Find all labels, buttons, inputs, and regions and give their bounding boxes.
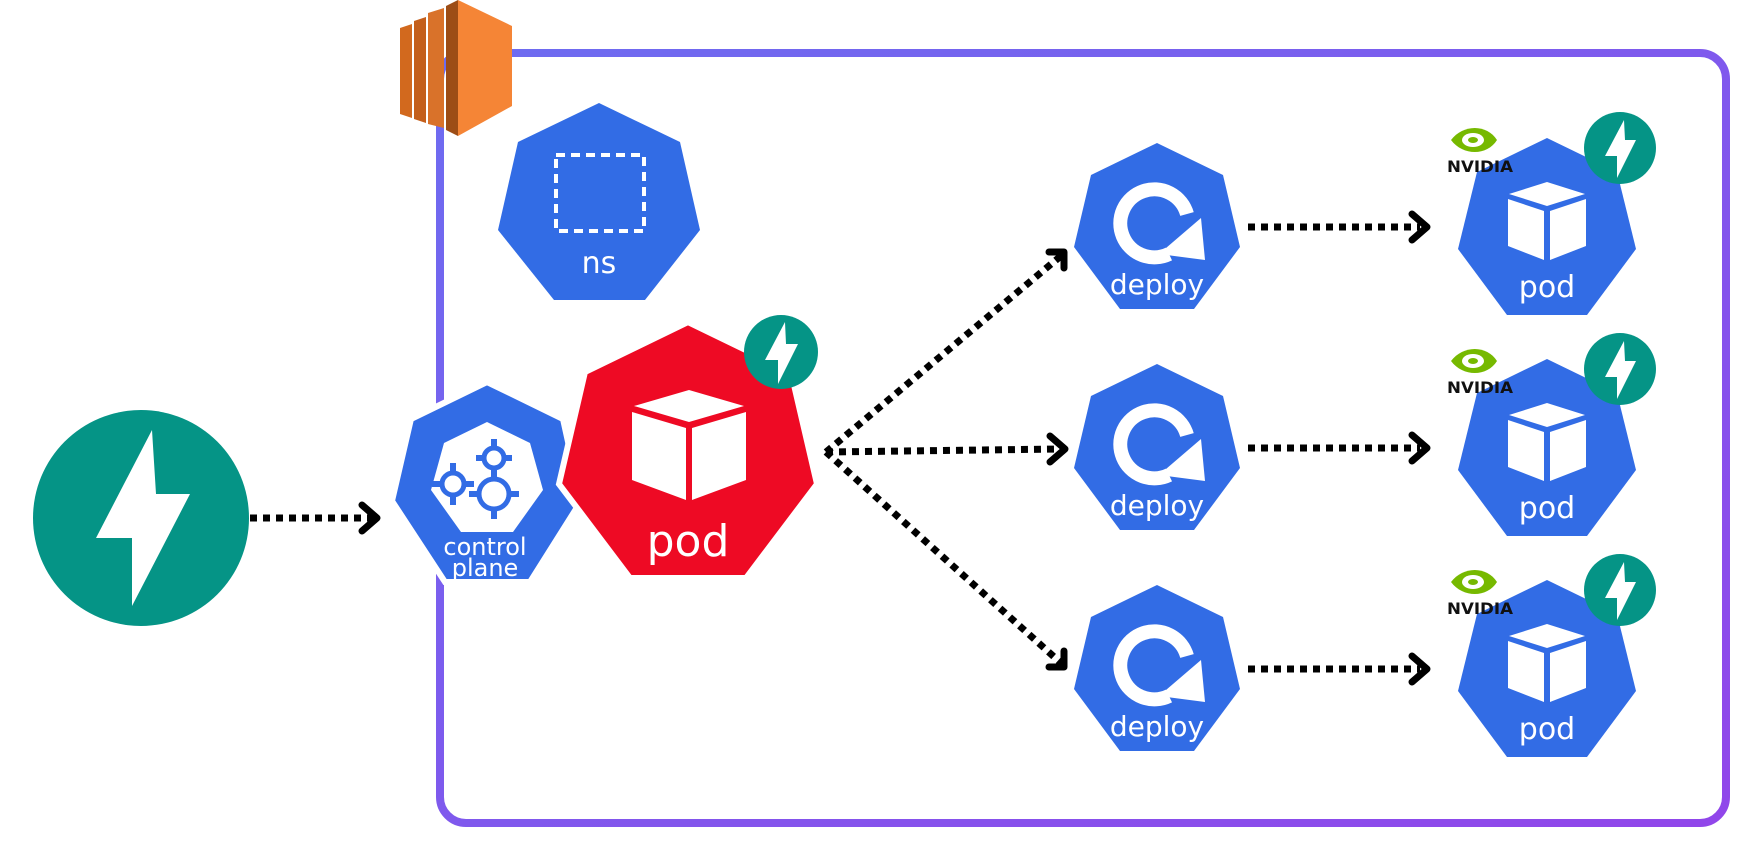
gpu-pod-node: pod [1458, 580, 1636, 757]
cube-icon [1508, 624, 1586, 702]
nvidia-logo-icon: NVIDIA [1447, 570, 1514, 618]
arrowhead-deploy-2 [1046, 432, 1069, 466]
deploy-label: deploy [1110, 268, 1204, 301]
rotate-arrow-icon [1113, 624, 1205, 707]
nvidia-brand-text: NVIDIA [1447, 599, 1514, 618]
gpu-pod-label: pod [1519, 491, 1575, 526]
fastapi-badge-gpu-pod [1584, 333, 1656, 405]
arrowhead-gpu-pod-2 [1408, 431, 1431, 465]
connector-pod-to-deploy-3 [823, 449, 1065, 667]
rotate-arrow-icon [1113, 403, 1205, 486]
main-pod-label: pod [647, 516, 730, 567]
fastapi-badge-main-pod [744, 315, 818, 389]
control-plane-label-line2: plane [452, 554, 519, 582]
fastapi-client [33, 410, 249, 626]
namespace-node: ns [498, 103, 700, 300]
control-plane-label-line1: control [443, 533, 526, 561]
gpu-pod-node: pod [1458, 359, 1636, 536]
aws-ec2-icon [400, 0, 512, 136]
fastapi-lightning-icon [1605, 120, 1636, 178]
arrowhead-gpu-pod-1 [1408, 210, 1431, 244]
nvidia-brand-text: NVIDIA [1447, 378, 1514, 397]
main-pod-node: pod [555, 318, 821, 581]
deploy-node: deploy [1074, 364, 1240, 530]
nvidia-logo-icon: NVIDIA [1447, 128, 1514, 176]
fastapi-lightning-icon [1605, 341, 1636, 399]
fastapi-lightning-icon [1605, 562, 1636, 620]
cube-icon [632, 390, 746, 500]
deploy-node: deploy [1074, 585, 1240, 751]
gpu-pod-label: pod [1519, 712, 1575, 747]
fastapi-badge-gpu-pod [1584, 112, 1656, 184]
nvidia-logo-icon: NVIDIA [1447, 349, 1514, 397]
fastapi-badge-gpu-pod [1584, 554, 1656, 626]
nvidia-brand-text: NVIDIA [1447, 157, 1514, 176]
namespace-icon [554, 153, 646, 233]
arrowhead-deploy-3 [1045, 647, 1068, 671]
gears-icon [432, 439, 519, 519]
gpu-pod-label: pod [1519, 270, 1575, 305]
cube-icon [1508, 182, 1586, 260]
control-plane-node: control plane [388, 378, 585, 585]
deploy-node: deploy [1074, 143, 1240, 309]
connector-pod-to-deploy-1 [823, 252, 1065, 455]
deploy-label: deploy [1110, 489, 1204, 522]
rotate-arrow-icon [1113, 182, 1205, 265]
gpu-pod-node: pod [1458, 138, 1636, 315]
namespace-label: ns [582, 246, 617, 281]
fastapi-lightning-icon [765, 322, 798, 384]
fastapi-lightning-icon [96, 430, 190, 606]
cube-icon [1508, 403, 1586, 481]
deploy-label: deploy [1110, 710, 1204, 743]
arrowhead-gpu-pod-3 [1408, 652, 1431, 686]
arrowhead-control-plane [358, 501, 381, 535]
arrowhead-deploy-1 [1045, 248, 1068, 272]
connector-pod-to-deploy-2 [825, 445, 1061, 456]
